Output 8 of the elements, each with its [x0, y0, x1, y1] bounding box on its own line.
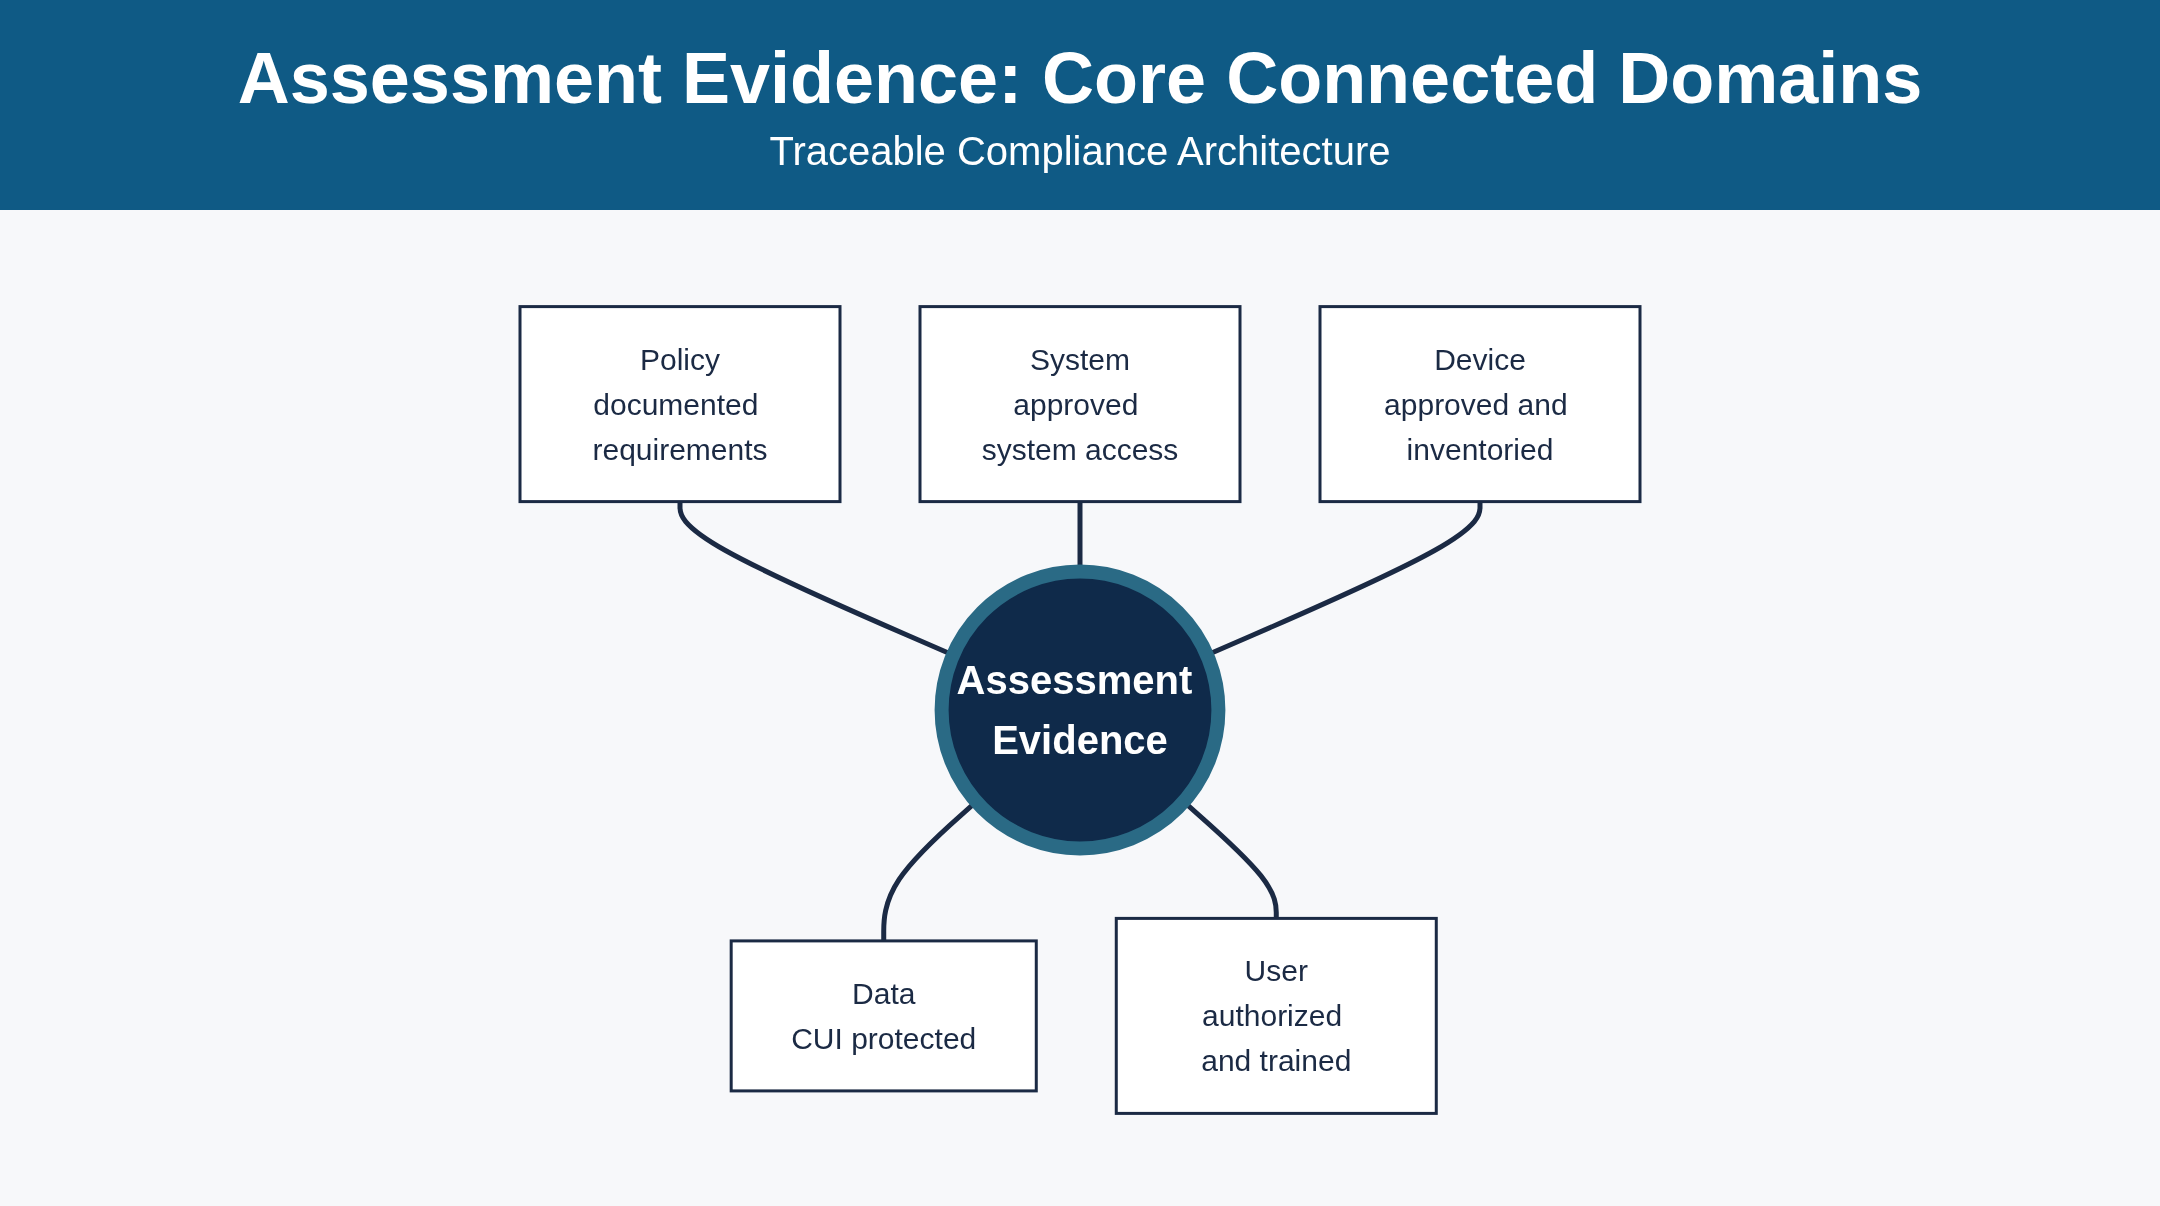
- node-box: User authorized and trained: [1114, 916, 1438, 1115]
- title: Assessment Evidence: Core Connected Domains: [237, 36, 1923, 119]
- node-box: Device approved and inventoried: [1318, 305, 1642, 504]
- node-box: Data CUI protected: [729, 939, 1038, 1093]
- node-box: System approved system access: [918, 305, 1242, 504]
- node-box: Policy documented requirements: [518, 305, 842, 504]
- node-circle: Assessment Evidence: [934, 564, 1226, 856]
- subtitle: Traceable Compliance Architecture: [769, 128, 1391, 174]
